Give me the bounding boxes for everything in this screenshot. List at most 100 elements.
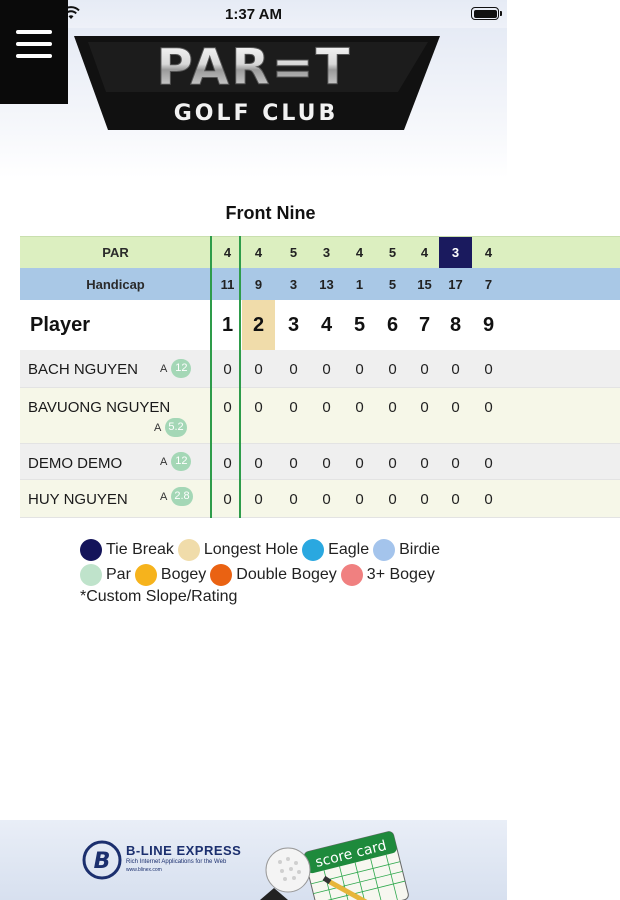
par-swatch <box>80 563 102 586</box>
score-cell[interactable]: 0 <box>289 361 298 378</box>
par-cell: 5 <box>289 245 298 260</box>
logo-text-line1: PAR=T <box>156 38 351 96</box>
player-name[interactable]: BACH NGUYEN <box>28 361 139 378</box>
score-cell[interactable]: 0 <box>484 361 493 378</box>
hole-number[interactable]: 7 <box>418 313 431 336</box>
score-cell[interactable]: 0 <box>223 455 232 472</box>
hole-number[interactable]: 8 <box>449 313 462 336</box>
legend-item-bogey: Bogey <box>134 563 208 586</box>
score-cell[interactable]: 0 <box>451 399 460 416</box>
score-cell[interactable]: 0 <box>223 361 232 378</box>
table-row[interactable]: HUY NGUYEN A 2.8 0 0 0 0 0 0 0 0 0 <box>20 480 620 518</box>
par-cell: 4 <box>484 245 493 260</box>
score-cell[interactable]: 0 <box>420 361 429 378</box>
battery-icon <box>471 7 502 20</box>
score-cell[interactable]: 0 <box>355 361 364 378</box>
scorecard-illustration: score card <box>260 831 409 900</box>
legend-item-double-bogey: Double Bogey <box>210 563 339 586</box>
footer-tagline: Rich Internet Applications for the Web <box>126 859 227 865</box>
handicap-badge: 2.8 <box>171 487 193 506</box>
score-cell[interactable]: 0 <box>254 491 263 508</box>
legend-item-triple-bogey: 3+ Bogey <box>340 563 437 586</box>
score-legend: Tie Break Longest Hole Eagle Birdie Par … <box>80 537 500 606</box>
handicap-label: Handicap <box>86 276 145 292</box>
footer-banner[interactable]: B B-LINE EXPRESS Rich Internet Applicati… <box>0 820 507 900</box>
score-cell[interactable]: 0 <box>388 399 397 416</box>
score-cell[interactable]: 0 <box>355 455 364 472</box>
score-cell[interactable]: 0 <box>223 491 232 508</box>
par-cell: 4 <box>420 245 429 260</box>
double-bogey-swatch <box>210 563 233 586</box>
player-name[interactable]: HUY NGUYEN <box>28 491 128 508</box>
hole-number[interactable]: 6 <box>386 313 399 336</box>
footer-brand: B-LINE EXPRESS <box>126 843 242 858</box>
score-cell[interactable]: 0 <box>451 361 460 378</box>
club-logo: PAR=T GOLF CLUB <box>74 36 440 130</box>
handicap-prefix: A <box>160 490 168 503</box>
player-name[interactable]: DEMO DEMO <box>28 455 123 472</box>
score-cell[interactable]: 0 <box>254 455 263 472</box>
player-column-header: Player <box>30 313 91 336</box>
score-cell[interactable]: 0 <box>322 361 331 378</box>
menu-button[interactable] <box>0 0 68 104</box>
eagle-swatch <box>302 538 325 561</box>
tie-break-swatch <box>80 538 102 561</box>
score-cell[interactable]: 0 <box>322 399 331 416</box>
hole-header-row: Player 1 2 3 4 5 6 7 8 9 <box>20 300 620 350</box>
handicap-cell: 9 <box>254 276 263 292</box>
score-cell[interactable]: 0 <box>254 399 263 416</box>
score-cell[interactable]: 0 <box>289 455 298 472</box>
legend-item-eagle: Eagle <box>302 538 371 561</box>
score-cell[interactable]: 0 <box>355 491 364 508</box>
legend-item-birdie: Birdie <box>373 538 442 561</box>
handicap-prefix: A <box>160 455 168 468</box>
handicap-cell: 1 <box>355 276 364 292</box>
par-cell: 4 <box>223 245 232 260</box>
hole-number-longest[interactable]: 2 <box>242 300 275 350</box>
score-cell[interactable]: 0 <box>322 491 331 508</box>
score-cell[interactable]: 0 <box>420 491 429 508</box>
score-cell[interactable]: 0 <box>223 399 232 416</box>
handicap-cell: 11 <box>220 276 235 292</box>
score-cell[interactable]: 0 <box>484 399 493 416</box>
hole-number[interactable]: 9 <box>482 313 495 336</box>
score-cell[interactable]: 0 <box>451 491 460 508</box>
score-cell[interactable]: 0 <box>289 491 298 508</box>
score-cell[interactable]: 0 <box>484 455 493 472</box>
handicap-prefix: A <box>154 421 162 434</box>
handicap-cell: 7 <box>484 276 493 292</box>
svg-text:B: B <box>94 849 111 874</box>
scorecard-table[interactable]: PAR 4 4 5 3 4 5 4 3 4 Handicap 11 9 3 13… <box>20 236 620 518</box>
hole-number[interactable]: 3 <box>287 313 300 336</box>
score-cell[interactable]: 0 <box>289 399 298 416</box>
hole-number[interactable]: 4 <box>320 313 333 336</box>
player-name[interactable]: BAVUONG NGUYEN <box>28 399 171 416</box>
score-cell[interactable]: 0 <box>484 491 493 508</box>
column-divider <box>239 236 241 518</box>
score-cell[interactable]: 0 <box>388 491 397 508</box>
score-cell[interactable]: 0 <box>420 455 429 472</box>
legend-note: *Custom Slope/Rating <box>80 588 238 605</box>
par-cell: 3 <box>322 245 331 260</box>
footer-url: www.blinex.com <box>126 867 162 873</box>
logo-text-line2: GOLF CLUB <box>174 101 338 126</box>
legend-item-par: Par <box>80 563 133 586</box>
handicap-cell: 17 <box>448 276 463 292</box>
score-cell[interactable]: 0 <box>451 455 460 472</box>
page-title: Front Nine <box>225 203 316 223</box>
par-cell-tie-break: 3 <box>439 237 472 268</box>
handicap-cell: 15 <box>417 276 432 292</box>
score-cell[interactable]: 0 <box>388 361 397 378</box>
score-cell[interactable]: 0 <box>388 455 397 472</box>
status-time: 1:37 AM <box>225 6 282 23</box>
table-row[interactable]: DEMO DEMO A 12 0 0 0 0 0 0 0 0 0 <box>20 444 620 480</box>
score-cell[interactable]: 0 <box>355 399 364 416</box>
handicap-badge: 5.2 <box>165 418 187 437</box>
hole-number[interactable]: 1 <box>221 313 234 336</box>
score-cell[interactable]: 0 <box>254 361 263 378</box>
table-row[interactable]: BAVUONG NGUYEN A 5.2 0 0 0 0 0 0 0 0 0 <box>20 388 620 444</box>
score-cell[interactable]: 0 <box>322 455 331 472</box>
score-cell[interactable]: 0 <box>420 399 429 416</box>
table-row[interactable]: BACH NGUYEN A 12 0 0 0 0 0 0 0 0 0 <box>20 350 620 388</box>
hole-number[interactable]: 5 <box>353 313 366 336</box>
